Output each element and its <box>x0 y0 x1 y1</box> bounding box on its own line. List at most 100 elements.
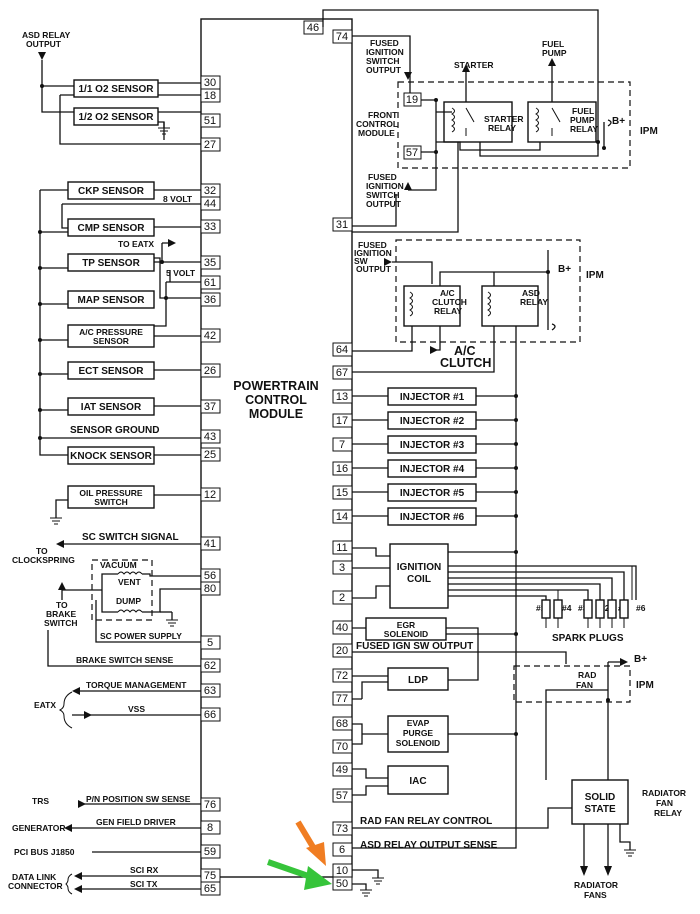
ac-clutch-relay-box <box>403 285 461 327</box>
trs-label: TRS <box>32 796 49 806</box>
ldp-label: LDP <box>408 675 428 686</box>
eatx-label: EATX <box>34 700 56 710</box>
pin-36: 36 <box>204 294 216 306</box>
pin-7: 7 <box>339 439 345 451</box>
rad-fan-relay-label-2: FAN <box>656 798 673 808</box>
pin-25: 25 <box>204 449 216 461</box>
ac-clutch-label-1: A/C <box>454 344 476 358</box>
injector-4-label: INJECTOR #4 <box>400 464 465 475</box>
asd-relay-label-2: RELAY <box>520 297 548 307</box>
right-pin-column: 46 74 31 64 67 13 17 7 16 15 14 11 3 2 4… <box>303 20 353 878</box>
starter-arrow-icon <box>462 64 470 72</box>
ac-pressure-label-1: A/C PRESSURE <box>79 327 143 337</box>
rad-fan-ground-icon <box>624 849 636 857</box>
front-control-label-2: CONTROL <box>356 119 398 129</box>
sc-switch-signal-label: SC SWITCH SIGNAL <box>82 532 179 543</box>
pin-5: 5 <box>207 637 213 649</box>
ect-sensor-label: ECT SENSOR <box>78 366 144 377</box>
pin-14: 14 <box>336 511 348 523</box>
fused-ign-label-8: OUTPUT <box>366 199 402 209</box>
pin-8: 8 <box>207 822 213 834</box>
pin-56: 56 <box>204 570 216 582</box>
pin-13: 13 <box>336 391 348 403</box>
fused-ign-sw-label-1: FUSED <box>358 240 387 250</box>
fuel-pump-label-1: FUEL <box>542 39 564 49</box>
brake-switch-sense-label: BRAKE SWITCH SENSE <box>76 655 174 665</box>
fuel-pump-relay-label-2: PUMP <box>570 115 595 125</box>
eight-volt-label: 8 VOLT <box>163 194 193 204</box>
starter-relay-label-1: STARTER <box>484 114 524 124</box>
pin-35: 35 <box>204 257 216 269</box>
vent-coil-icon <box>117 571 143 575</box>
solid-state-label-2: STATE <box>584 804 616 815</box>
sci-rx-label: SCI RX <box>130 865 159 875</box>
to-clockspring-arrow-icon <box>56 540 64 548</box>
rad-fan-label-1: RAD <box>578 670 596 680</box>
rad-fan-arrow-icon-1 <box>580 866 588 876</box>
sci-tx-label: SCI TX <box>130 879 158 889</box>
fused-ign-sw-label-2: IGNITION <box>354 248 392 258</box>
pin-30: 30 <box>204 77 216 89</box>
iac-label: IAC <box>409 776 426 787</box>
gen-field-driver-label: GEN FIELD DRIVER <box>96 817 176 827</box>
pin-32: 32 <box>204 185 216 197</box>
data-link-label-2: CONNECTOR <box>8 881 63 891</box>
rad-fan-relay-control-label: RAD FAN RELAY CONTROL <box>360 816 492 827</box>
pin-77: 77 <box>336 693 348 705</box>
o2-sensor-1-1-label: 1/1 O2 SENSOR <box>78 84 154 95</box>
pin-62: 62 <box>204 660 216 672</box>
dlc-brace-icon <box>65 873 73 895</box>
plug-6-label: #6 <box>636 603 646 613</box>
fused-ign-sw-output-label: FUSED IGN SW OUTPUT <box>356 641 473 652</box>
fused-ign-sw-arrow-icon <box>384 258 392 266</box>
asd-relay-coil-icon <box>487 291 491 317</box>
ipm-middle-box <box>395 239 581 343</box>
pin-42: 42 <box>204 330 216 342</box>
pin-37: 37 <box>204 401 216 413</box>
pin-31: 31 <box>336 219 348 231</box>
pin-68: 68 <box>336 718 348 730</box>
dump-coil-icon <box>117 609 143 613</box>
starter-label: STARTER <box>454 60 494 70</box>
rad-fan-label-2: FAN <box>576 680 593 690</box>
map-sensor-box <box>67 290 155 309</box>
iac-box <box>387 765 449 795</box>
pin-61: 61 <box>204 277 216 289</box>
radiator-fans-label-2: FANS <box>584 890 607 900</box>
pin-64: 64 <box>336 344 348 356</box>
b-plus-arrow-icon <box>620 658 628 666</box>
evap-purge-solenoid-box <box>387 715 449 753</box>
data-link-label-1: DATA LINK <box>12 872 57 882</box>
pci-bus-label: PCI BUS J1850 <box>14 847 75 857</box>
oil-ground-icon <box>50 517 62 525</box>
sc-power-supply-label: SC POWER SUPPLY <box>100 631 182 641</box>
pin-72: 72 <box>336 670 348 682</box>
ac-relay-coil-icon <box>409 291 413 317</box>
b-plus-label-2: B+ <box>558 264 571 275</box>
ignition-coil-box <box>389 543 449 609</box>
spark-plugs: #1 #4 #3 #2 #5 #6 SPARK PLUGS <box>536 566 646 644</box>
ac-clutch-relay-label-1: A/C <box>440 288 455 298</box>
fused-ign-label-7: SWITCH <box>366 190 400 200</box>
ipm-label-3: IPM <box>636 680 654 691</box>
pin-3: 3 <box>339 562 345 574</box>
pin-80: 80 <box>204 583 216 595</box>
fused-ign-sw-label-4: OUTPUT <box>356 264 392 274</box>
torque-arrow-icon <box>72 687 80 695</box>
pcm-title-1: POWERTRAIN <box>233 379 318 393</box>
pcm-title-2: CONTROL <box>245 393 307 407</box>
fused-ign-sw-label-3: SW <box>354 256 369 266</box>
fused-ign-arrow-icon-1 <box>404 72 412 80</box>
evap-label-3: SOLENOID <box>396 738 440 748</box>
b-plus-label-1: B+ <box>612 116 625 127</box>
pin-76: 76 <box>204 799 216 811</box>
to-brake-label-1: TO <box>56 600 68 610</box>
knock-sensor-label: KNOCK SENSOR <box>70 451 152 462</box>
fused-ign-label-1: FUSED <box>370 38 399 48</box>
torque-management-label: TORQUE MANAGEMENT <box>86 680 187 690</box>
eatx-brace-icon <box>58 691 73 729</box>
ac-pressure-label-2: SENSOR <box>93 336 129 346</box>
pin-66: 66 <box>204 709 216 721</box>
fused-ign-label-3: SWITCH <box>366 56 400 66</box>
fuel-pump-relay-label-3: RELAY <box>570 124 598 134</box>
